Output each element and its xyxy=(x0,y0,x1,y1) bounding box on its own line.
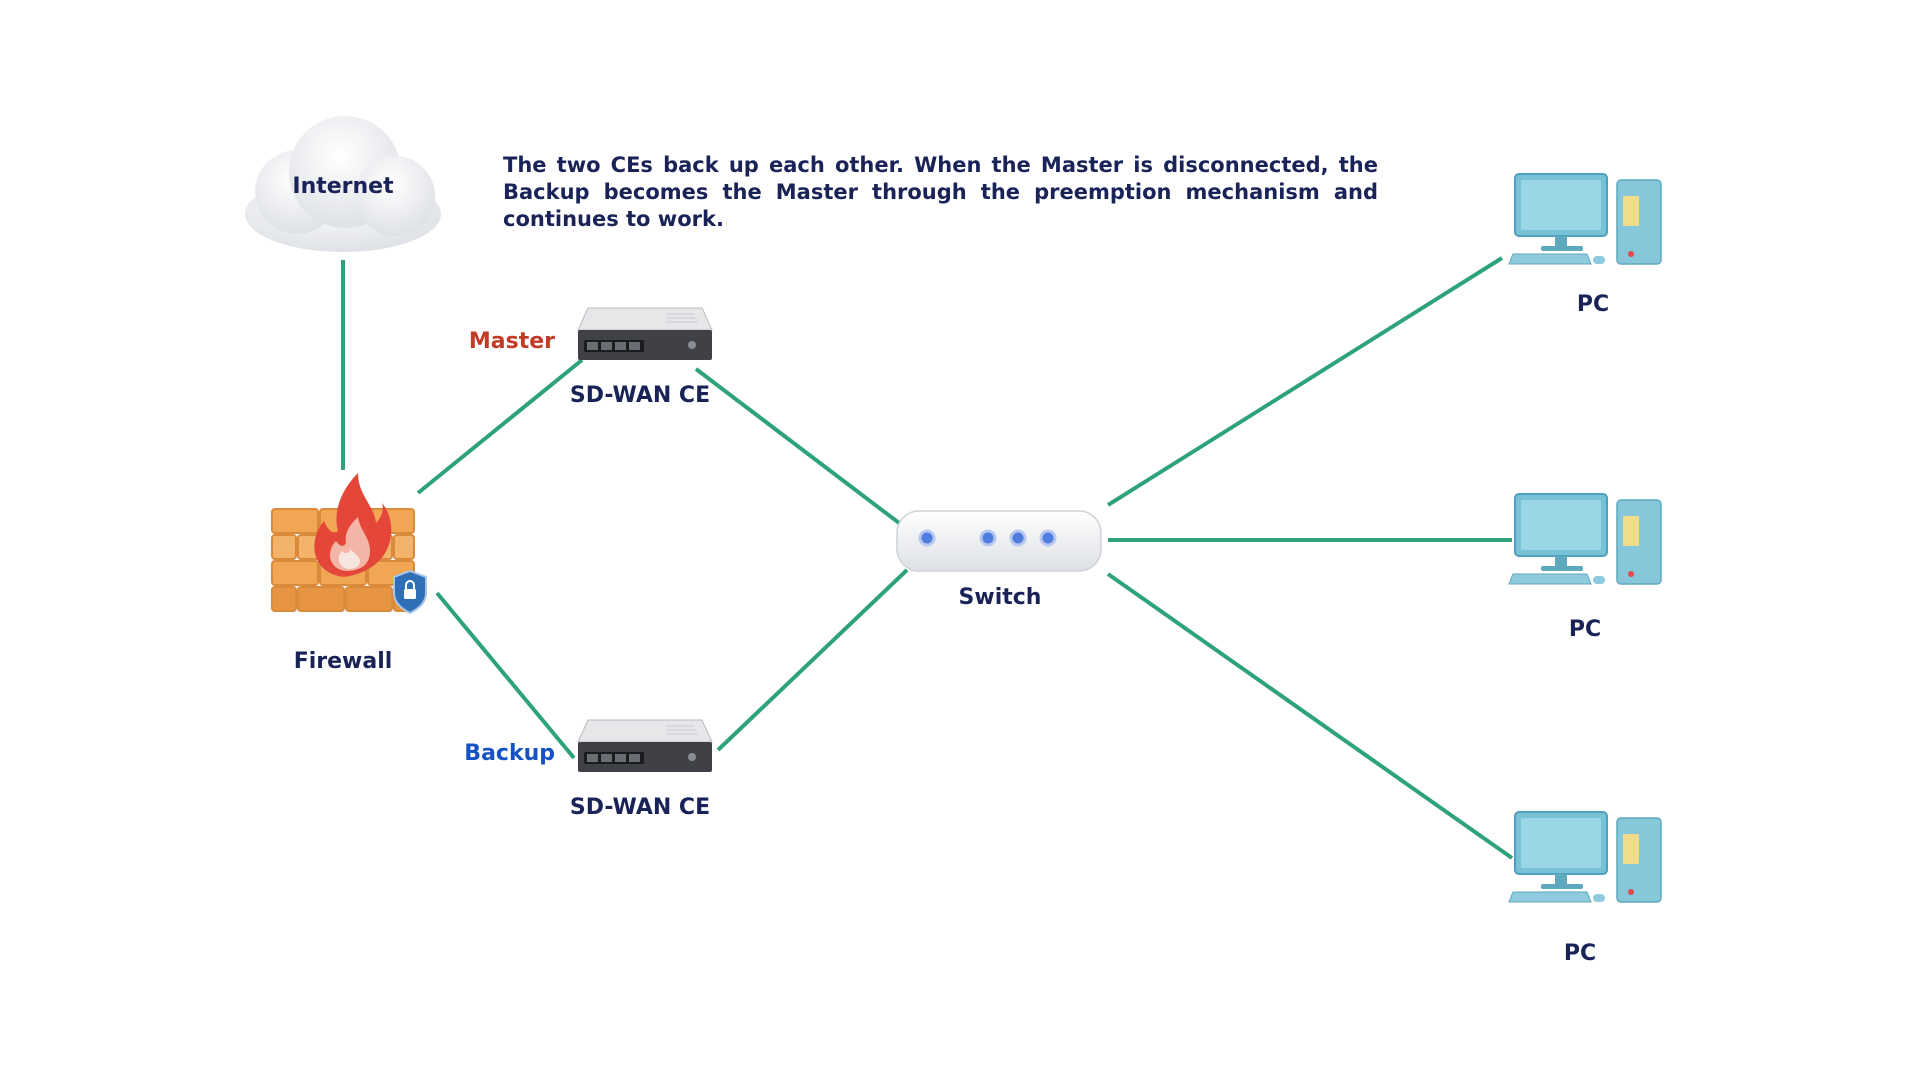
desktop-pc-icon-bottom xyxy=(1508,811,1662,903)
desktop-pc-icon-top xyxy=(1508,173,1662,265)
link-backup-switch xyxy=(716,568,909,752)
pc-middle-label: PC xyxy=(1568,617,1602,642)
ce-master-label: SD-WAN CE xyxy=(569,383,711,408)
description-note: The two CEs back up each other. When the… xyxy=(503,153,1378,231)
link-firewall-master xyxy=(416,358,584,495)
switch-icon xyxy=(896,510,1102,572)
pc-top-label: PC xyxy=(1576,292,1610,317)
desktop-pc-icon-middle xyxy=(1508,493,1662,585)
link-firewall-backup xyxy=(435,591,576,760)
firewall-label: Firewall xyxy=(293,649,393,674)
pc-bottom-label: PC xyxy=(1563,941,1597,966)
switch-label: Switch xyxy=(958,585,1042,610)
router-icon-backup xyxy=(577,719,713,772)
firewall-icon xyxy=(271,473,427,615)
link-master-switch xyxy=(694,367,905,528)
master-role-label: Master xyxy=(468,329,555,354)
internet-label: Internet xyxy=(292,174,394,199)
cloud-icon xyxy=(245,116,441,252)
link-switch-pc-top xyxy=(1106,256,1504,507)
ce-backup-label: SD-WAN CE xyxy=(569,795,711,820)
backup-role-label: Backup xyxy=(464,741,555,766)
router-icon-master xyxy=(577,307,713,360)
link-switch-pc-bottom xyxy=(1106,572,1514,860)
